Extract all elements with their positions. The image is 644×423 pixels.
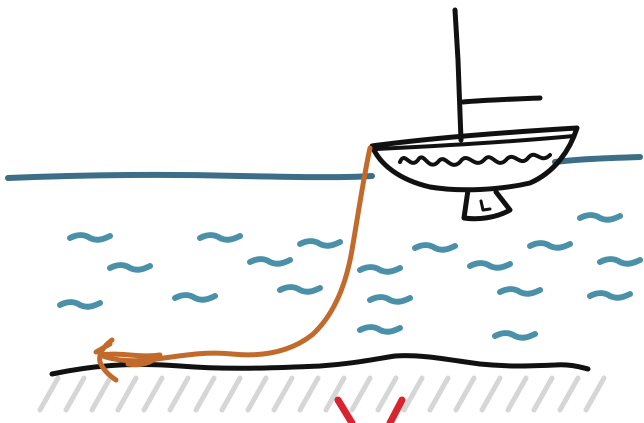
seabed-hatch-stroke (508, 378, 526, 410)
sailboat (372, 10, 577, 219)
seabed-hatch-stroke (300, 378, 318, 410)
seabed-hatch-stroke (196, 378, 214, 410)
wave-stroke (370, 297, 410, 302)
seabed-hatching (40, 378, 604, 410)
wave-stroke (590, 293, 630, 298)
wave-stroke (70, 235, 110, 240)
mast (455, 10, 461, 140)
wave-stroke (300, 241, 340, 246)
wave-stroke (500, 289, 540, 294)
wave-stroke (600, 259, 640, 264)
wave-stroke (415, 245, 455, 250)
seabed-hatch-stroke (92, 378, 110, 410)
seabed-hatch-stroke (274, 378, 292, 410)
wave-stroke (495, 333, 535, 338)
seabed-hatch-stroke (248, 378, 266, 410)
wave-stroke (200, 235, 240, 240)
wave-stroke (60, 302, 100, 307)
seabed-hatch-stroke (560, 378, 578, 410)
wave-stroke (530, 243, 570, 248)
seabed-hatch-stroke (118, 378, 136, 410)
red-mark (338, 400, 402, 423)
seabed-hatch-stroke (430, 378, 448, 410)
boom (463, 98, 540, 102)
seabed-hatch-stroke (378, 378, 396, 410)
hull-zigzag (400, 155, 550, 165)
wave-stroke (360, 267, 400, 272)
seabed-hatch-stroke (222, 378, 240, 410)
keel-mark (481, 201, 490, 210)
wave-stroke (580, 215, 620, 220)
seabed-hatch-stroke (144, 378, 162, 410)
seabed-hatch-stroke (66, 378, 84, 410)
seabed-hatch-stroke (482, 378, 500, 410)
seabed-hatch-stroke (170, 378, 188, 410)
wave-stroke (250, 259, 290, 264)
wave-stroke (470, 263, 510, 268)
seabed-hatch-stroke (586, 378, 604, 410)
seabed-hatch-stroke (404, 378, 422, 410)
wave-stroke (110, 265, 150, 270)
seabed-hatch-stroke (40, 378, 58, 410)
wave-stroke (280, 287, 320, 292)
keel (464, 190, 510, 219)
seabed-hatch-stroke (534, 378, 552, 410)
seabed-hatch-stroke (456, 378, 474, 410)
wave-stroke (360, 327, 400, 332)
waves (60, 215, 640, 338)
wave-stroke (175, 295, 215, 300)
seabed-hatch-stroke (352, 378, 370, 410)
